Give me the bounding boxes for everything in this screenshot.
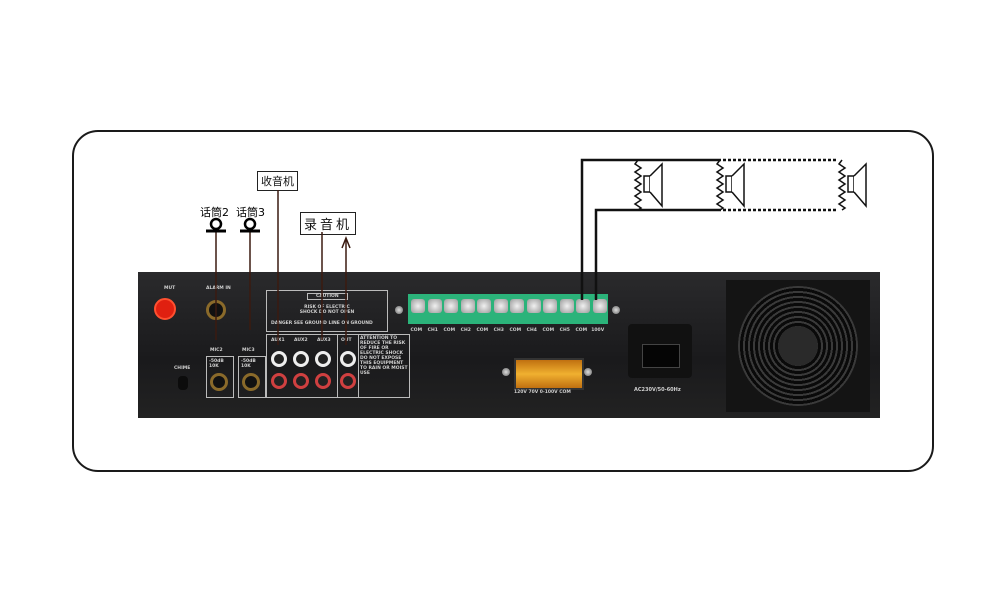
mute-label: MUT [164,286,176,291]
terminal-label: 100V [591,328,605,333]
diagram-frame [72,130,934,472]
mic3-caption: 话筒3 [236,206,265,219]
out-red-jack [340,373,356,389]
mic2-spec: -50dB 10K [209,359,224,369]
terminal-label: CH2 [460,328,471,333]
speaker-icons [633,159,867,211]
screw [612,306,620,314]
mic2-caption: 话筒2 [200,206,229,219]
screw [502,368,510,376]
speaker-terminal-screw [592,299,607,313]
speaker-terminal-screw [526,299,541,313]
aux3-white-jack [315,351,331,367]
caution-title: CAUTION [307,293,348,300]
ac-voltage-label: AC230V/50-60Hz [634,387,681,393]
terminal-label: COM [509,328,522,333]
power-socket [642,344,680,368]
mic2-box: -50dB 10K [206,356,234,398]
speaker-terminal-screw [444,299,458,313]
mic2-label: MIC2 [210,348,223,353]
aux1-red-jack [271,373,287,389]
power-terminal-block [514,358,584,390]
terminal-label: COM [410,328,423,333]
terminal-label: COM [476,328,489,333]
speaker-icon [715,159,745,211]
mic3-box: -50dB 10K [238,356,266,398]
chime-label: CHIME [174,366,191,371]
speaker-terminal-screw [576,299,590,313]
terminal-label: CH3 [493,328,504,333]
speaker-terminal-screw [460,299,475,313]
aux3-red-jack [315,373,331,389]
arrow-icon [341,235,351,249]
screw [395,306,403,314]
aux2-white-jack [293,351,309,367]
amplifier-rear-panel: MUT ALARM IN CHIME MIC2 -50dB 10K MIC3 -… [138,272,880,418]
terminal-label: COM [575,328,588,333]
speaker-terminal-screw [427,299,442,313]
speaker-terminal-screw [411,299,425,313]
fan-hub [778,326,818,366]
chime-button [178,376,188,390]
speaker-icon [837,159,867,211]
caution-text: RISK OF ELECTRIC SHOCK DO NOT OPEN [299,305,355,315]
mute-terminal [154,298,176,320]
mic2-jack [210,373,228,391]
cooling-fan [726,280,870,412]
alarm-in-label: ALARM IN [206,286,231,291]
speaker-terminal-screw [559,299,574,313]
terminal-label: CH1 [427,328,438,333]
microphone-icon [206,217,260,233]
speaker-terminal-screw [493,299,508,313]
speaker-terminal-screw [477,299,491,313]
mic3-spec: -50dB 10K [241,359,256,369]
mic3-label: MIC3 [242,348,255,353]
aux3-label: AUX3 [317,338,331,343]
radio-label: 收音机 [257,171,298,191]
aux1-white-jack [271,351,287,367]
speaker-line [580,158,838,300]
terminal-label: COM [542,328,555,333]
aux2-label: AUX2 [294,338,308,343]
terminal-label: CH5 [559,328,570,333]
screw [584,368,592,376]
speaker-icon [633,159,663,211]
attention-text: ATTENTION TO REDUCE THE RISK OF FIRE OR … [358,334,410,398]
speaker-terminal-block [408,294,608,324]
aux2-red-jack [293,373,309,389]
mic3-jack [242,373,260,391]
speaker-terminal-screw [543,299,557,313]
power-terminal-labels: 120V 70V 0-100V COM [514,390,571,395]
terminal-label: CH4 [526,328,537,333]
aux-inputs-box: AUX1 AUX2 AUX3 [266,334,338,398]
out-white-jack [340,351,356,367]
speaker-terminal-screw [510,299,524,313]
ac-power-inlet [628,324,692,378]
recorder-label: 录音机 [300,212,357,235]
terminal-label: COM [443,328,456,333]
